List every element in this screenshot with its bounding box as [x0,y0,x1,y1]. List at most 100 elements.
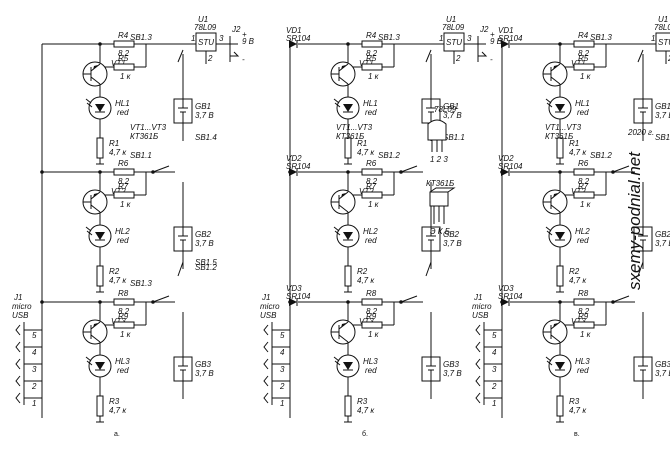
resistor-base-value: 1 к [580,330,592,339]
resistor-base-value: 1 к [580,200,592,209]
led-ref: HL2 [115,227,130,236]
resistor-top-value: 8,2 [118,307,130,316]
usb-name: USB [472,311,489,320]
resistor-top-ref: R4 [366,31,377,40]
led-type: red [117,108,129,117]
jack-ref: J2 [231,25,241,34]
led-ref: HL3 [575,357,590,366]
battery-value: 3,7 В [195,111,214,120]
resistor-base-ref: R5 [366,54,377,63]
usb-pin: 5 [32,331,37,340]
led-type: red [577,366,589,375]
battery-value: 3,7 В [195,239,214,248]
led-ref: HL3 [115,357,130,366]
usb-pin: 4 [492,348,497,357]
panel-caption: в. [574,431,580,438]
resistor-top-value: 8,2 [578,177,590,186]
resistor-base-value: 1 к [120,72,132,81]
resistor-led-value: 4,7 к [109,276,127,285]
led-ref: HL3 [363,357,378,366]
switch-label: SB1.1 [443,133,465,142]
diode-ref: VD3 [498,284,514,293]
resistor-top-ref: R8 [366,289,377,298]
resistor-base-ref: R9 [578,312,589,321]
jack-plus: + [242,30,247,39]
usb-pin: 3 [32,365,37,374]
switch-label: SB1.3 [130,279,152,288]
led-type: red [365,366,377,375]
resistor-top-value: 8,2 [578,307,590,316]
resistor-led-ref: R1 [109,139,119,148]
regulator-ref: U1 [446,15,456,24]
led-type: red [365,236,377,245]
resistor-top-value: 8,2 [366,49,378,58]
resistor-led-value: 4,7 к [357,148,375,157]
usb-type: micro [260,302,280,311]
usb-pin: 2 [31,382,37,391]
resistor-led-value: 4,7 к [569,406,587,415]
resistor-base-ref: R7 [578,182,589,191]
battery-ref: GB3 [195,360,212,369]
jack-voltage: 9 В [242,37,255,46]
resistor-led-ref: R2 [109,267,120,276]
battery-value: 3,7 В [655,111,670,120]
switch-label: SB1.3 [130,33,152,42]
battery-value: 3,7 В [655,239,670,248]
resistor-led-value: 4,7 к [357,406,375,415]
regulator-pin: 2 [667,54,670,63]
regulator-part: 78L09 [442,23,465,32]
diode-part: SR104 [286,34,311,43]
resistor-base-ref: R5 [578,54,589,63]
led-ref: HL1 [575,99,590,108]
usb-pin: 4 [280,348,285,357]
panel-caption: а. [114,431,120,438]
usb-pin: 3 [280,365,285,374]
switch-label: SB1.5 [195,258,217,267]
diode-ref: VD1 [498,26,514,35]
usb-pin: 2 [279,382,285,391]
resistor-base-value: 1 к [368,330,380,339]
battery-ref: GB1 [195,102,211,111]
regulator-ref: U1 [658,15,668,24]
resistor-top-value: 8,2 [366,177,378,186]
switch-label: SB1.1 [130,151,152,160]
resistor-led-value: 4,7 к [109,148,127,157]
jack-voltage: 9 В [490,37,503,46]
usb-pin: 1 [492,399,496,408]
regulator-body: STU [198,38,214,47]
resistor-top-ref: R6 [578,159,589,168]
resistor-base-value: 1 к [368,72,380,81]
resistor-led-ref: R2 [357,267,368,276]
diode-part: SR104 [498,292,523,301]
diode-part: SR104 [286,162,311,171]
battery-ref: GB2 [195,230,212,239]
usb-name: USB [260,311,277,320]
led-ref: HL1 [115,99,130,108]
resistor-led-ref: R3 [109,397,120,406]
jack-minus: - [242,55,245,64]
regulator-pin: 2 [455,54,461,63]
panel-caption: б. [362,430,368,438]
resistor-top-ref: R4 [118,31,129,40]
transistor-pin-labels: Э К Б [430,227,450,236]
resistor-led-value: 4,7 к [357,276,375,285]
battery-value: 3,7 В [443,111,462,120]
resistor-top-ref: R6 [366,159,377,168]
regulator-body: STU [446,38,462,47]
resistor-base-value: 1 к [368,200,380,209]
usb-ref: J1 [261,293,270,302]
resistor-led-ref: R2 [569,267,580,276]
year-label: 2020 г. [627,128,654,137]
regulator-pin: 3 [467,34,472,43]
usb-pin: 4 [32,348,37,357]
resistor-led-value: 4,7 к [569,148,587,157]
